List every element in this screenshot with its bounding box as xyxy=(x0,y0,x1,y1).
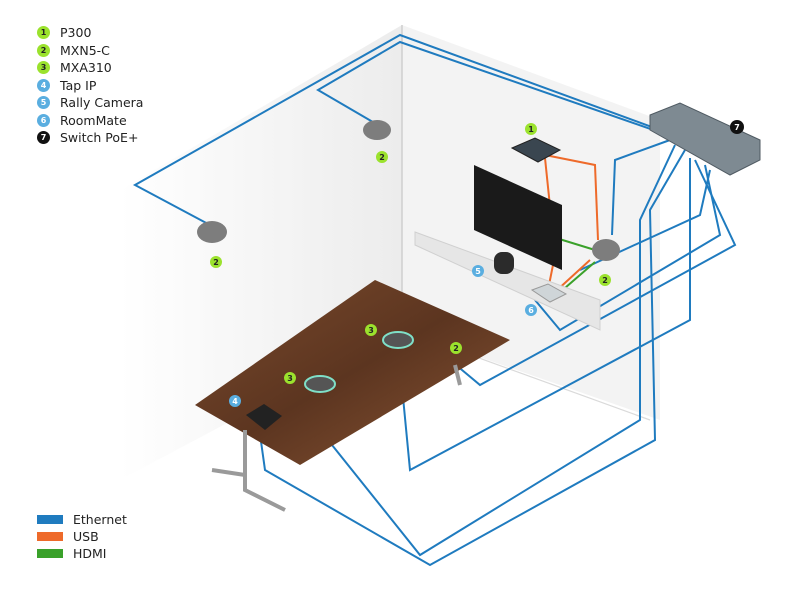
p300-device xyxy=(510,137,562,163)
svg-text:4: 4 xyxy=(232,397,238,406)
number-badge-icon: 7 xyxy=(37,131,50,145)
legend-label: MXN5-C xyxy=(60,42,110,58)
svg-text:7: 7 xyxy=(734,123,740,132)
svg-text:1: 1 xyxy=(528,125,534,134)
svg-text:2: 2 xyxy=(602,276,608,285)
credenza xyxy=(414,231,601,331)
cable-label: USB xyxy=(73,529,99,544)
legend-label: P300 xyxy=(60,25,92,41)
number-badge-icon: 2 xyxy=(37,43,50,57)
legend-label: RoomMate xyxy=(60,112,127,128)
svg-text:2: 2 xyxy=(379,153,385,162)
legend-item: 6 RoomMate xyxy=(37,112,143,130)
legend-item: 3 MXA310 xyxy=(37,59,143,77)
legend-item: 7 Switch PoE+ xyxy=(37,129,143,147)
legend-label: Tap IP xyxy=(60,77,97,93)
svg-text:3: 3 xyxy=(287,374,293,383)
display xyxy=(474,165,562,270)
legend-item: 1 P300 xyxy=(37,24,143,42)
color-swatch-icon xyxy=(37,532,63,541)
cable-legend-item: HDMI xyxy=(37,545,127,562)
cable-label: Ethernet xyxy=(73,512,127,527)
number-badge-icon: 3 xyxy=(37,61,50,75)
legend-item: 4 Tap IP xyxy=(37,77,143,95)
svg-text:2: 2 xyxy=(453,344,459,353)
svg-text:6: 6 xyxy=(528,306,534,315)
number-badge-icon: 5 xyxy=(37,96,50,110)
svg-text:5: 5 xyxy=(475,267,481,276)
mxa310-mic xyxy=(382,331,414,349)
rally-camera xyxy=(494,252,514,274)
cable-legend-item: Ethernet xyxy=(37,511,127,528)
cable-label: HDMI xyxy=(73,546,107,561)
number-badge-icon: 1 xyxy=(37,26,50,40)
color-swatch-icon xyxy=(37,515,63,524)
tap-ip xyxy=(246,404,282,430)
svg-text:2: 2 xyxy=(213,258,219,267)
diagram-badges: 1 2 2 2 2 3 3 4 5 6 7 xyxy=(210,120,744,407)
color-swatch-icon xyxy=(37,549,63,558)
svg-text:3: 3 xyxy=(368,326,374,335)
number-badge-icon: 4 xyxy=(37,78,50,92)
cable-legend-item: USB xyxy=(37,528,127,545)
legend-label: Rally Camera xyxy=(60,95,144,111)
number-badge-icon: 6 xyxy=(37,113,50,127)
mxa310-mic xyxy=(304,375,336,393)
legend-label: Switch PoE+ xyxy=(60,130,139,146)
legend-label: MXA310 xyxy=(60,60,112,76)
roommate-device xyxy=(530,283,568,303)
legend-item: 5 Rally Camera xyxy=(37,94,143,112)
legend-item: 2 MXN5-C xyxy=(37,42,143,60)
switch-poe xyxy=(649,102,761,176)
table-legs xyxy=(211,364,462,512)
ethernet-cables xyxy=(132,33,737,567)
